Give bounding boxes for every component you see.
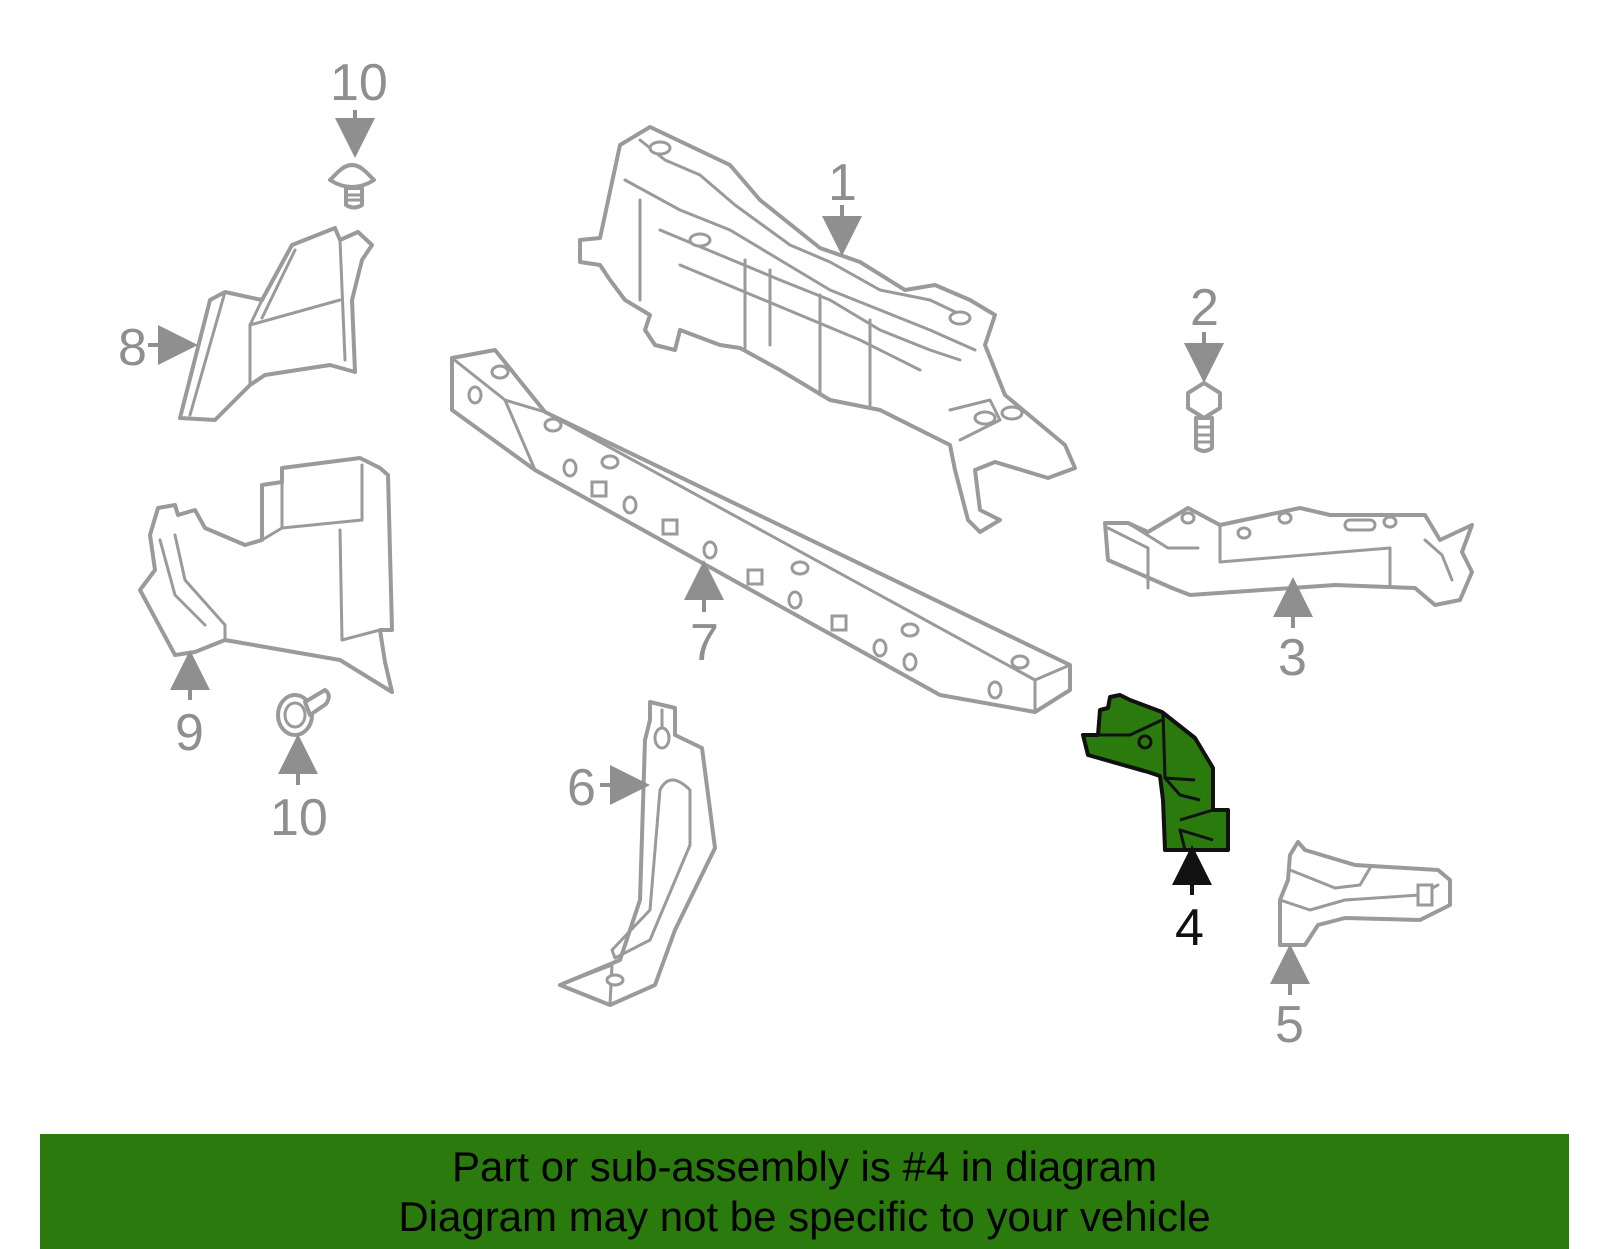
part-6-support-bracket[interactable] [558, 700, 717, 1007]
callout-10-bottom: 10 [270, 789, 328, 847]
part-4-bracket-highlighted[interactable] [1081, 693, 1230, 852]
part-5-bracket[interactable] [1278, 840, 1452, 947]
callout-1: 1 [828, 154, 857, 212]
banner-line-1: Part or sub-assembly is #4 in diagram [452, 1143, 1157, 1190]
part-8-air-deflector[interactable] [178, 226, 374, 422]
callout-9: 9 [175, 704, 204, 762]
callout-3: 3 [1278, 629, 1307, 687]
callout-5: 5 [1275, 996, 1304, 1054]
callout-8: 8 [118, 319, 147, 377]
part-2-bolt[interactable] [1186, 381, 1222, 453]
info-banner: Part or sub-assembly is #4 in diagram Di… [40, 1134, 1569, 1249]
part-10-clip-bottom[interactable] [276, 688, 331, 737]
part-1-radiator-support[interactable] [578, 125, 1077, 534]
callout-2: 2 [1190, 279, 1219, 337]
part-10-clip-top[interactable] [328, 163, 376, 210]
part-7-lower-tie-bar[interactable] [450, 348, 1072, 714]
part-3-side-bracket[interactable] [1103, 506, 1474, 607]
banner-line-2: Diagram may not be specific to your vehi… [398, 1193, 1211, 1240]
callout-10-top: 10 [330, 54, 388, 112]
callout-4: 4 [1175, 899, 1204, 957]
callout-6: 6 [567, 759, 596, 817]
part-9-air-deflector[interactable] [138, 456, 394, 694]
callout-7: 7 [690, 614, 719, 672]
